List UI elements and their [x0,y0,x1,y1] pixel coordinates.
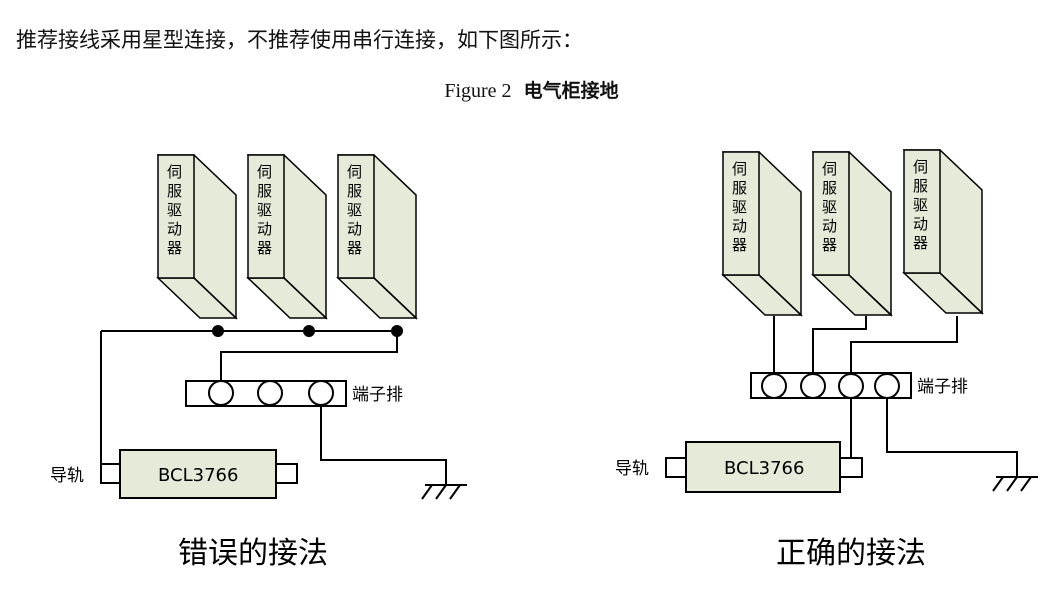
drive-label-char: 驱 [732,198,747,216]
drive-label-char: 驱 [347,201,362,219]
drive-label-char: 器 [347,239,362,257]
terminal [257,380,283,406]
drive-label-char: 伺 [257,163,272,181]
drive-label-char: 动 [347,220,362,238]
drive-label-char: 器 [732,236,747,254]
terminal [874,373,900,399]
junction-dot [303,325,315,337]
figure-caption: Figure 2 电气柜接地 [0,76,1063,103]
rail-tab [665,457,687,478]
drive-edge [758,274,802,316]
drive-label-char: 服 [257,182,272,200]
star-wire [812,316,867,375]
correct-controller [665,441,863,493]
drive-edge [939,272,983,314]
figure-title: 电气柜接地 [523,80,619,102]
controller-label: BCL3766 [158,465,238,486]
terminal [208,380,234,406]
controller-label: BCL3766 [724,458,804,479]
drive-label-char: 伺 [822,160,837,178]
rail-tab [100,463,122,484]
ground-wire [886,397,1018,477]
drive-label-char: 服 [167,182,182,200]
figure-number: Figure 2 [444,80,512,102]
star-wire [850,316,958,375]
rail-tab [274,463,298,484]
drive-label-char: 动 [257,220,272,238]
drive-edge [373,277,417,319]
wrong-ground-wire [320,405,447,485]
drive-label-char: 驱 [822,198,837,216]
drive-edge [283,277,327,319]
wrong-terminal-strip [185,380,347,407]
intro-text: 推荐接线采用星型连接，不推荐使用串行连接，如下图所示： [16,28,583,52]
terminal [838,373,864,399]
wrong-caption: 错误的接法 [178,536,328,571]
controller-box [685,441,841,493]
drive-label-char: 驱 [257,201,272,219]
drive-label-char: 器 [167,239,182,257]
drive-label-char: 驱 [913,196,928,214]
drive-label-char: 动 [822,217,837,235]
drive-label-char: 伺 [913,158,928,176]
drive-edge [848,274,892,316]
ground-symbol [421,484,467,500]
drive-label-char: 器 [913,234,928,252]
drive-label-char: 伺 [732,160,747,178]
drive-label-char: 服 [732,179,747,197]
drive-edge [193,277,237,319]
drive-label-char: 动 [732,217,747,235]
drive-label-char: 伺 [167,163,182,181]
terminal [761,373,787,399]
drive-label-char: 服 [822,179,837,197]
drive-label-char: 动 [913,215,928,233]
correct-caption: 正确的接法 [776,536,926,571]
junction-dot [212,325,224,337]
rail-label: 导轨 [50,466,84,486]
terminal [308,380,334,406]
wrong-wiring [100,330,447,485]
wrong-controller [100,449,298,499]
drive-label-char: 伺 [347,163,362,181]
terminal-strip-body [750,372,912,399]
wrong-junctions [212,325,403,337]
terminal [800,373,826,399]
correct-wiring [773,316,1018,477]
rail-tab [839,457,863,478]
drive-label-char: 服 [913,177,928,195]
terminal-label: 端子排 [352,385,403,405]
drive-label-char: 动 [167,220,182,238]
junction-dot [391,325,403,337]
wrong-terminal-wire [220,331,398,382]
rail-label: 导轨 [615,459,649,479]
controller-ground-wire [843,397,852,463]
drive-label-char: 器 [257,239,272,257]
controller-box [119,449,277,499]
drive-label-char: 驱 [167,201,182,219]
drive-label-char: 服 [347,182,362,200]
drive-label-char: 器 [822,236,837,254]
ground-symbol [992,476,1038,492]
terminal-label: 端子排 [917,377,968,397]
correct-terminal-strip [750,372,912,399]
